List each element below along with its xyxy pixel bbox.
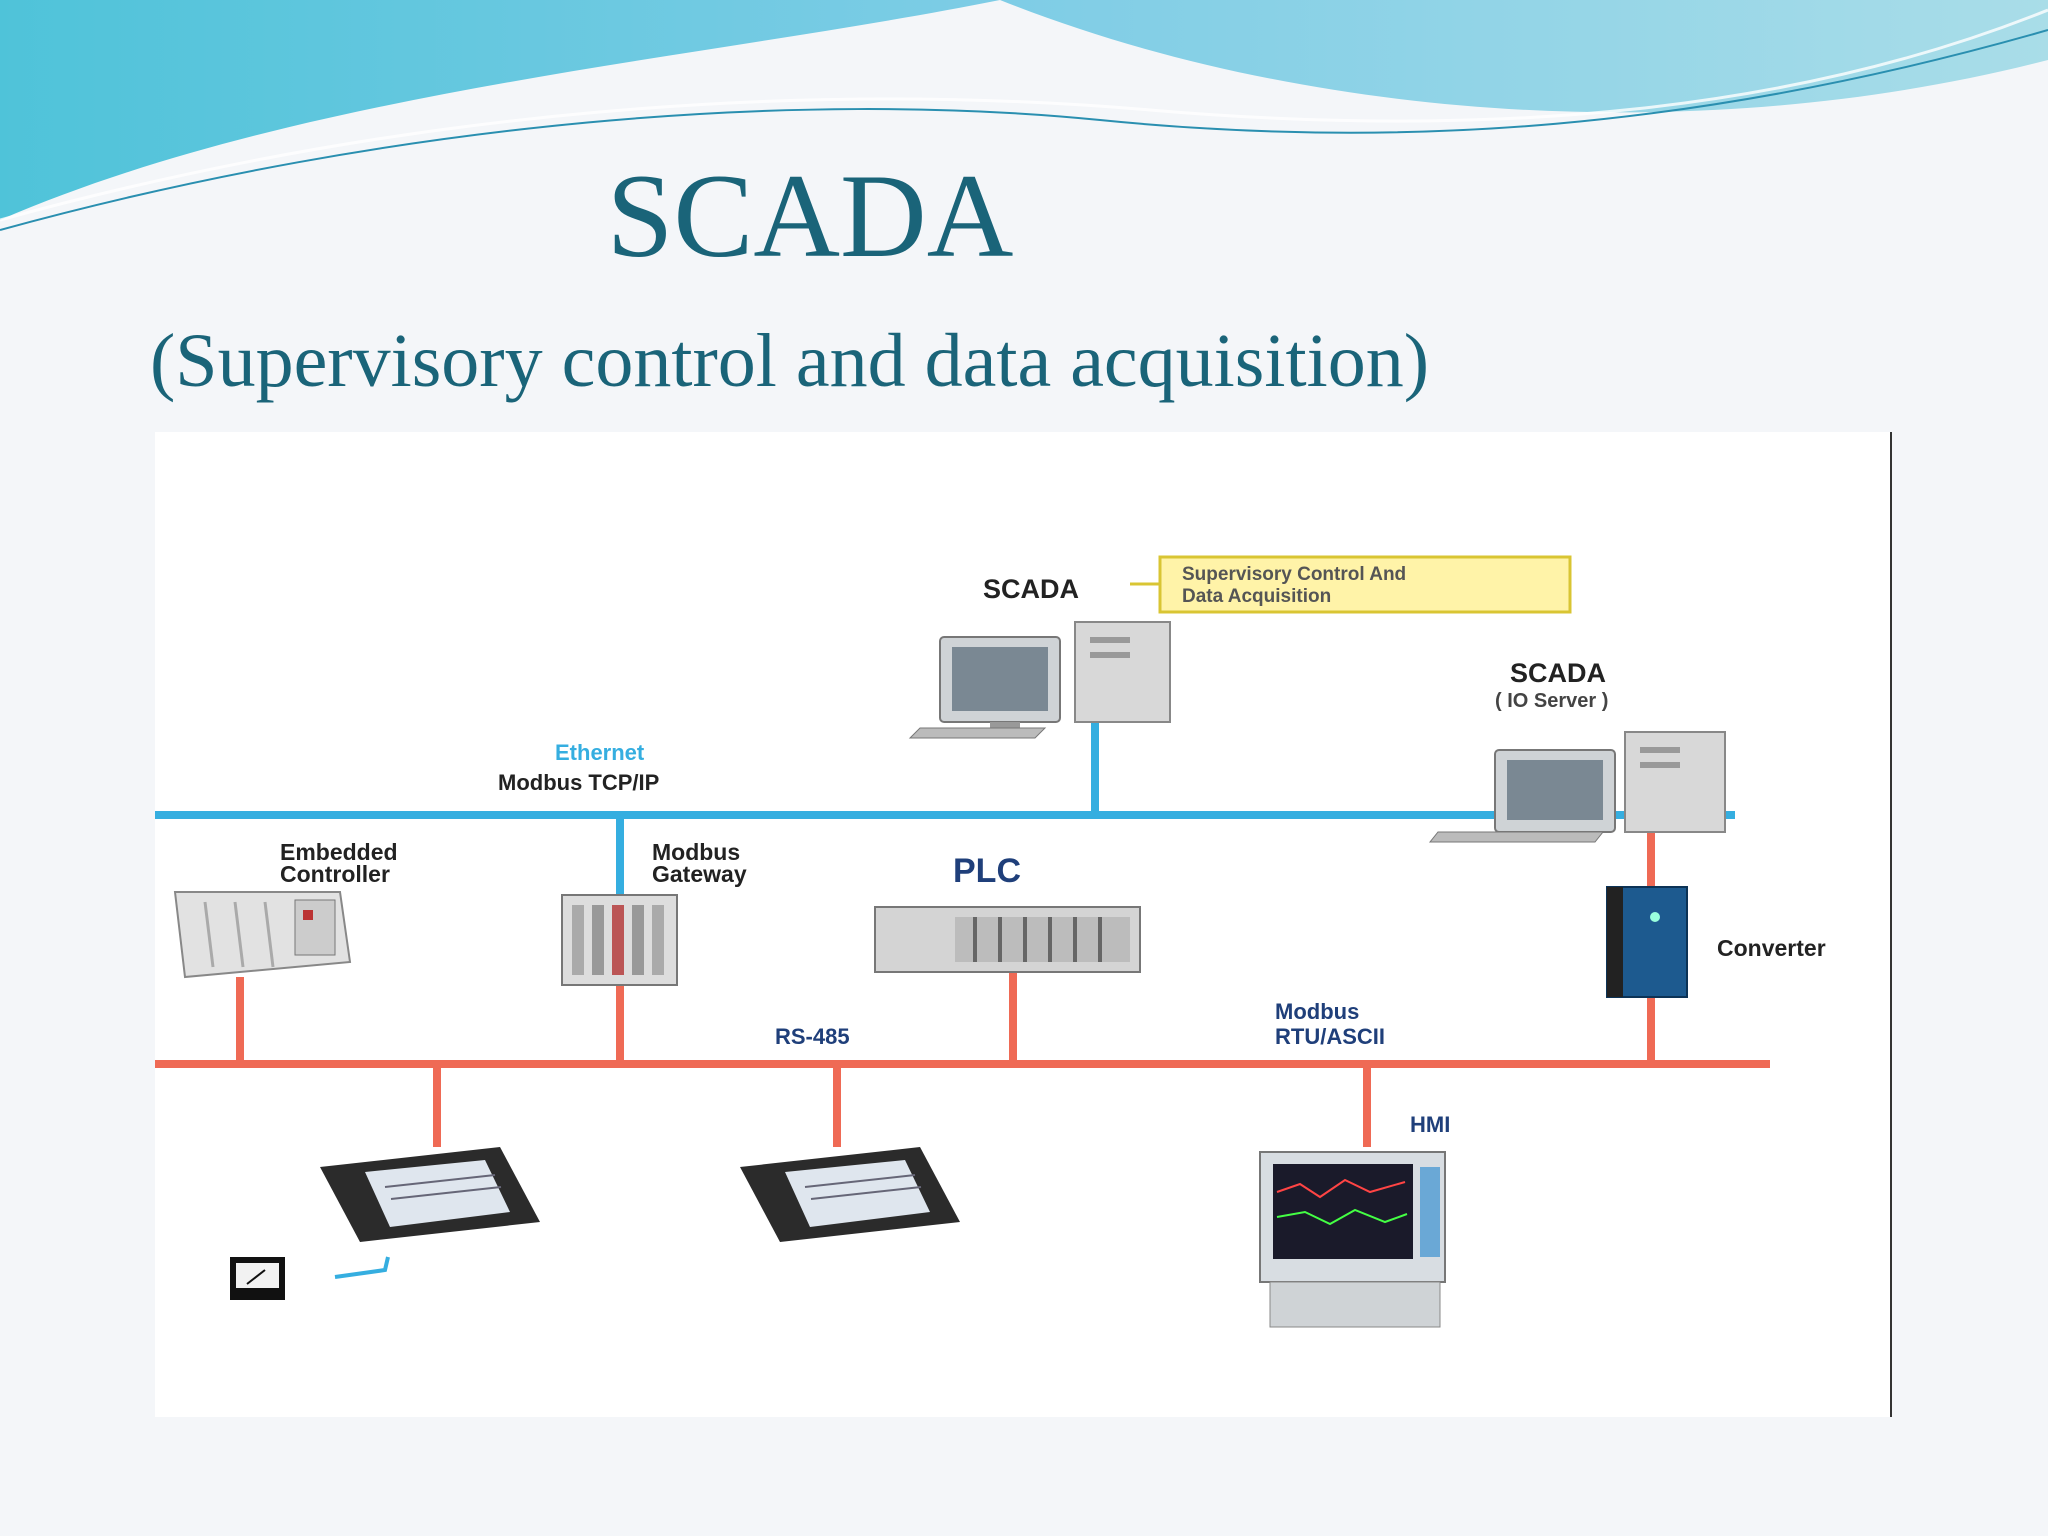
scada-callout-line-1: Supervisory Control And	[1182, 564, 1406, 585]
hmi-label: HMI	[1410, 1112, 1450, 1137]
arrow-icon	[334, 1256, 390, 1279]
ethernet-label: Ethernet	[555, 740, 645, 765]
scada-main-label: SCADA	[983, 574, 1079, 604]
io-server-sublabel: ( IO Server )	[1495, 690, 1608, 712]
field-panel-icon-1	[320, 1147, 540, 1242]
modbus-gateway-label-1: Modbus	[652, 839, 740, 865]
io-server-workstation-icon	[1428, 731, 1726, 843]
slide-title: SCADA	[606, 149, 1014, 282]
modbus-rtu-label-2: RTU/ASCII	[1275, 1024, 1385, 1049]
embedded-controller-icon	[173, 891, 352, 979]
scada-callout-box	[1158, 555, 1572, 614]
io-server-label: SCADA	[1510, 658, 1606, 688]
modbus-tcp-label: Modbus TCP/IP	[498, 770, 659, 795]
slide-subtitle: (Supervisory control and data acquisitio…	[150, 319, 1430, 403]
header-wave-decoration	[0, 0, 2048, 231]
plc-label: PLC	[953, 852, 1021, 890]
embedded-controller-label-2: Controller	[280, 861, 390, 887]
scada-callout-line-2: Data Acquisition	[1182, 586, 1331, 607]
converter-label: Converter	[1717, 935, 1826, 961]
scada-workstation-icon	[908, 621, 1171, 739]
rs485-label: RS-485	[775, 1024, 850, 1049]
plc-icon	[874, 906, 1141, 973]
modbus-gateway-label-2: Gateway	[652, 861, 747, 887]
analog-meter-icon	[230, 1257, 285, 1300]
converter-icon	[1606, 886, 1688, 998]
embedded-controller-label-1: Embedded	[280, 839, 398, 865]
modbus-gateway-icon	[561, 894, 678, 986]
modbus-rtu-label-1: Modbus	[1275, 999, 1359, 1024]
hmi-icon	[1259, 1151, 1446, 1328]
scada-network-diagram: SCADA Supervisory Control And Data Acqui…	[155, 432, 1890, 1417]
diagram-panel-edge	[1890, 432, 1892, 1417]
field-panel-icon-2	[740, 1147, 960, 1242]
